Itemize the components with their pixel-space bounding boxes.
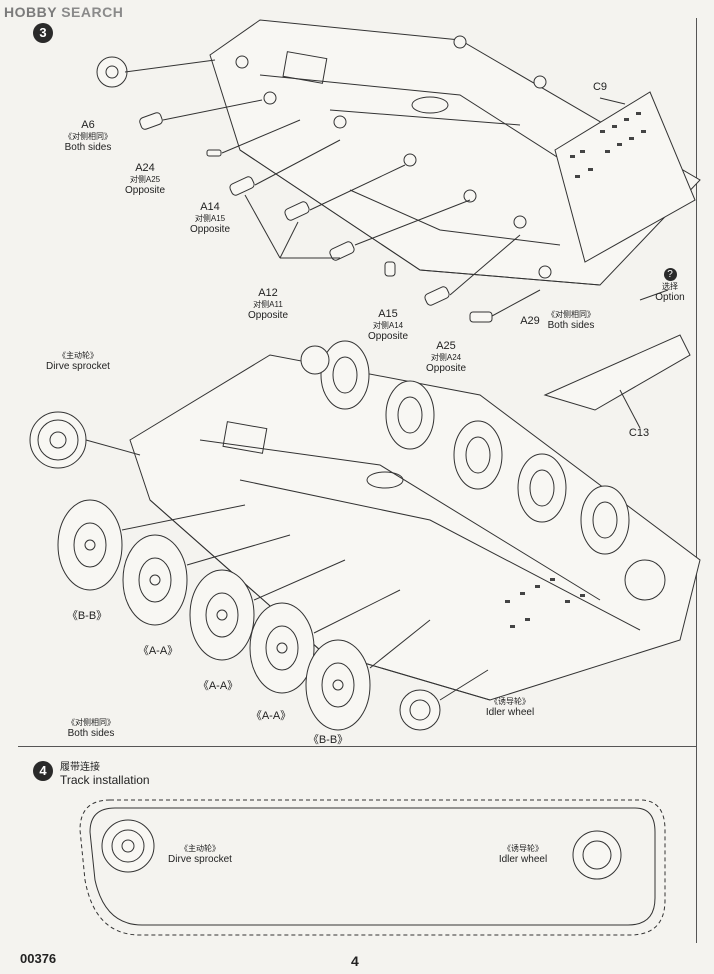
watermark-brand: HOBBY <box>4 4 57 20</box>
label-wheel-aa-1: 《A-A》 <box>137 645 179 657</box>
step-divider <box>18 746 696 747</box>
label-idler-wheel: 《诱导轮》 Idler wheel <box>470 696 550 718</box>
label-a14-cn: 对侧A15 <box>194 214 226 223</box>
step-4-title: 履带连接 Track installation <box>60 758 150 787</box>
idler-wheel-part <box>399 669 489 731</box>
label-option-en: Option <box>655 292 685 303</box>
label-wheel-aa-3: 《A-A》 <box>250 710 292 722</box>
label-a24-id: A24 <box>135 162 155 174</box>
step-4-idler-wheel-cn: 《诱导轮》 <box>503 844 543 853</box>
label-c13-id: C13 <box>628 427 650 439</box>
part-c9-plate <box>554 91 696 263</box>
label-wheel-bb-1: 《B-B》 <box>66 610 108 622</box>
label-a24-en: Opposite <box>124 185 166 196</box>
label-drive-sprocket: 《主动轮》 Dirve sprocket <box>38 350 118 372</box>
label-a14-id: A14 <box>200 201 220 213</box>
step-4-label-idler-wheel: 《诱导轮》 Idler wheel <box>488 843 558 865</box>
label-a25-en: Opposite <box>425 363 467 374</box>
step-4-title-en: Track installation <box>60 773 150 787</box>
label-a12: A12 对侧A11 Opposite <box>228 287 308 322</box>
step-4-title-cn: 履带连接 <box>60 762 100 773</box>
drive-sprocket-part <box>29 411 141 469</box>
label-a29-id-wrap: A29 <box>515 316 545 327</box>
label-wheel-bb-2: 《B-B》 <box>307 734 349 746</box>
label-a29-note: 《对侧相同》 Both sides <box>536 309 606 331</box>
label-idler-wheel-cn: 《诱导轮》 <box>490 697 530 706</box>
label-a12-id: A12 <box>258 287 278 299</box>
label-a15-id: A15 <box>378 308 398 320</box>
label-c13: C13 <box>624 428 654 439</box>
label-both-sides-en: Both sides <box>67 728 115 739</box>
label-a6-id: A6 <box>81 119 95 131</box>
step-3-marker: 3 <box>33 23 53 43</box>
label-a12-en: Opposite <box>247 310 289 321</box>
step-4-drive-sprocket-cn: 《主动轮》 <box>180 844 220 853</box>
label-a25-cn: 对侧A24 <box>430 353 462 362</box>
watermark-rest: SEARCH <box>61 4 124 20</box>
label-a24: A24 对侧A25 Opposite <box>105 162 185 197</box>
label-a15-en: Opposite <box>367 331 409 342</box>
label-idler-wheel-en: Idler wheel <box>485 707 535 718</box>
label-both-sides-cn: 《对侧相同》 <box>67 718 115 727</box>
watermark: HOBBY SEARCH <box>4 4 123 20</box>
label-a24-cn: 对侧A25 <box>129 175 161 184</box>
label-a14: A14 对侧A15 Opposite <box>170 201 250 236</box>
label-c9: C9 <box>588 82 612 93</box>
near-road-wheels <box>57 499 431 731</box>
step-4-idler-wheel-en: Idler wheel <box>498 854 548 865</box>
label-a14-en: Opposite <box>189 224 231 235</box>
upper-hull-mounts <box>235 35 552 279</box>
far-road-wheels <box>300 340 666 601</box>
label-a6-cn: 《对侧相同》 <box>64 132 112 141</box>
track-loop-drawing <box>79 799 666 936</box>
label-both-sides: 《对侧相同》 Both sides <box>56 717 126 739</box>
label-a29-en: Both sides <box>547 320 595 331</box>
label-option: ? 选择 Option <box>650 268 690 303</box>
label-c9-id: C9 <box>592 81 608 93</box>
label-drive-sprocket-en: Dirve sprocket <box>46 361 110 372</box>
label-drive-sprocket-cn: 《主动轮》 <box>58 351 98 360</box>
leader-lines-upper <box>124 59 669 429</box>
label-option-cn: 选择 <box>662 282 678 291</box>
label-a29-id: A29 <box>520 315 540 327</box>
step-4-marker: 4 <box>33 761 53 781</box>
label-a15: A15 对侧A14 Opposite <box>348 308 428 343</box>
label-a25-id: A25 <box>436 340 456 352</box>
label-a6: A6 《对侧相同》 Both sides <box>48 119 128 154</box>
part-c13-plate <box>543 334 691 411</box>
page-right-border <box>696 18 697 943</box>
step-4-drive-sprocket-en: Dirve sprocket <box>168 854 232 865</box>
page-number: 4 <box>351 953 359 969</box>
label-a6-en: Both sides <box>64 142 112 153</box>
label-wheel-aa-2: 《A-A》 <box>197 680 239 692</box>
label-a29-cn: 《对侧相同》 <box>547 310 595 319</box>
step-4-label-drive-sprocket: 《主动轮》 Dirve sprocket <box>160 843 240 865</box>
label-a25: A25 对侧A24 Opposite <box>406 340 486 375</box>
product-code: 00376 <box>20 951 57 966</box>
label-a12-cn: 对侧A11 <box>253 300 283 309</box>
option-icon: ? <box>663 268 677 281</box>
label-a15-cn: 对侧A14 <box>372 321 404 330</box>
